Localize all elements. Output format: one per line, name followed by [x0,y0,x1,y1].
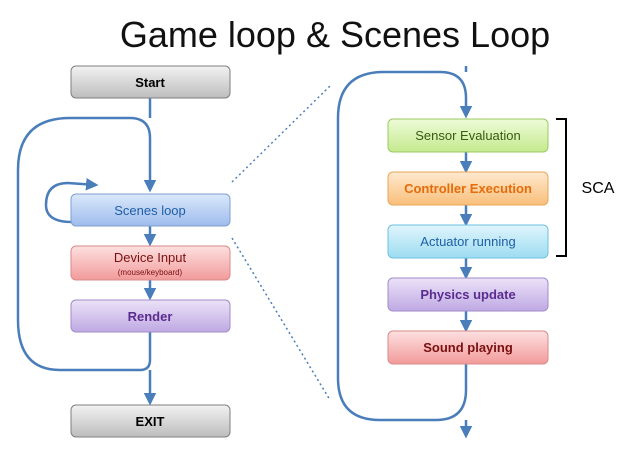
actuator-running-label: Actuator running [420,234,515,249]
device-input-sublabel: (mouse/keyboard) [118,268,183,277]
exit-label: EXIT [136,414,165,429]
game-loop-arrow [16,116,157,372]
actuator-running-node: Actuator running [387,224,549,259]
scenes-loop-arrow [336,70,473,422]
sound-playing-node: Sound playing [387,330,549,365]
scenes-loop-node: Scenes loop [70,193,231,227]
render-label: Render [128,309,173,324]
sca-label: SCA [582,180,615,197]
device-input-node: Device Input (mouse/keyboard) [70,245,231,281]
exit-node: EXIT [70,404,231,438]
sensor-evaluation-label: Sensor Evaluation [415,128,521,143]
physics-update-node: Physics update [387,277,549,312]
physics-update-label: Physics update [420,287,515,302]
sound-playing-label: Sound playing [423,340,513,355]
device-input-label: Device Input [114,250,187,265]
sca-bracket [556,118,567,257]
scenes-loop-label: Scenes loop [114,203,186,218]
controller-execution-node: Controller Execution [387,171,549,206]
diagram-title: Game loop & Scenes Loop [119,14,551,55]
controller-execution-label: Controller Execution [404,181,532,196]
zoom-line-bottom [231,237,331,401]
scenes-self-loop-arrow [44,178,99,224]
start-node: Start [70,65,231,99]
render-node: Render [70,299,231,333]
sensor-evaluation-node: Sensor Evaluation [387,118,549,153]
zoom-line-top [231,85,331,183]
start-label: Start [135,75,165,90]
